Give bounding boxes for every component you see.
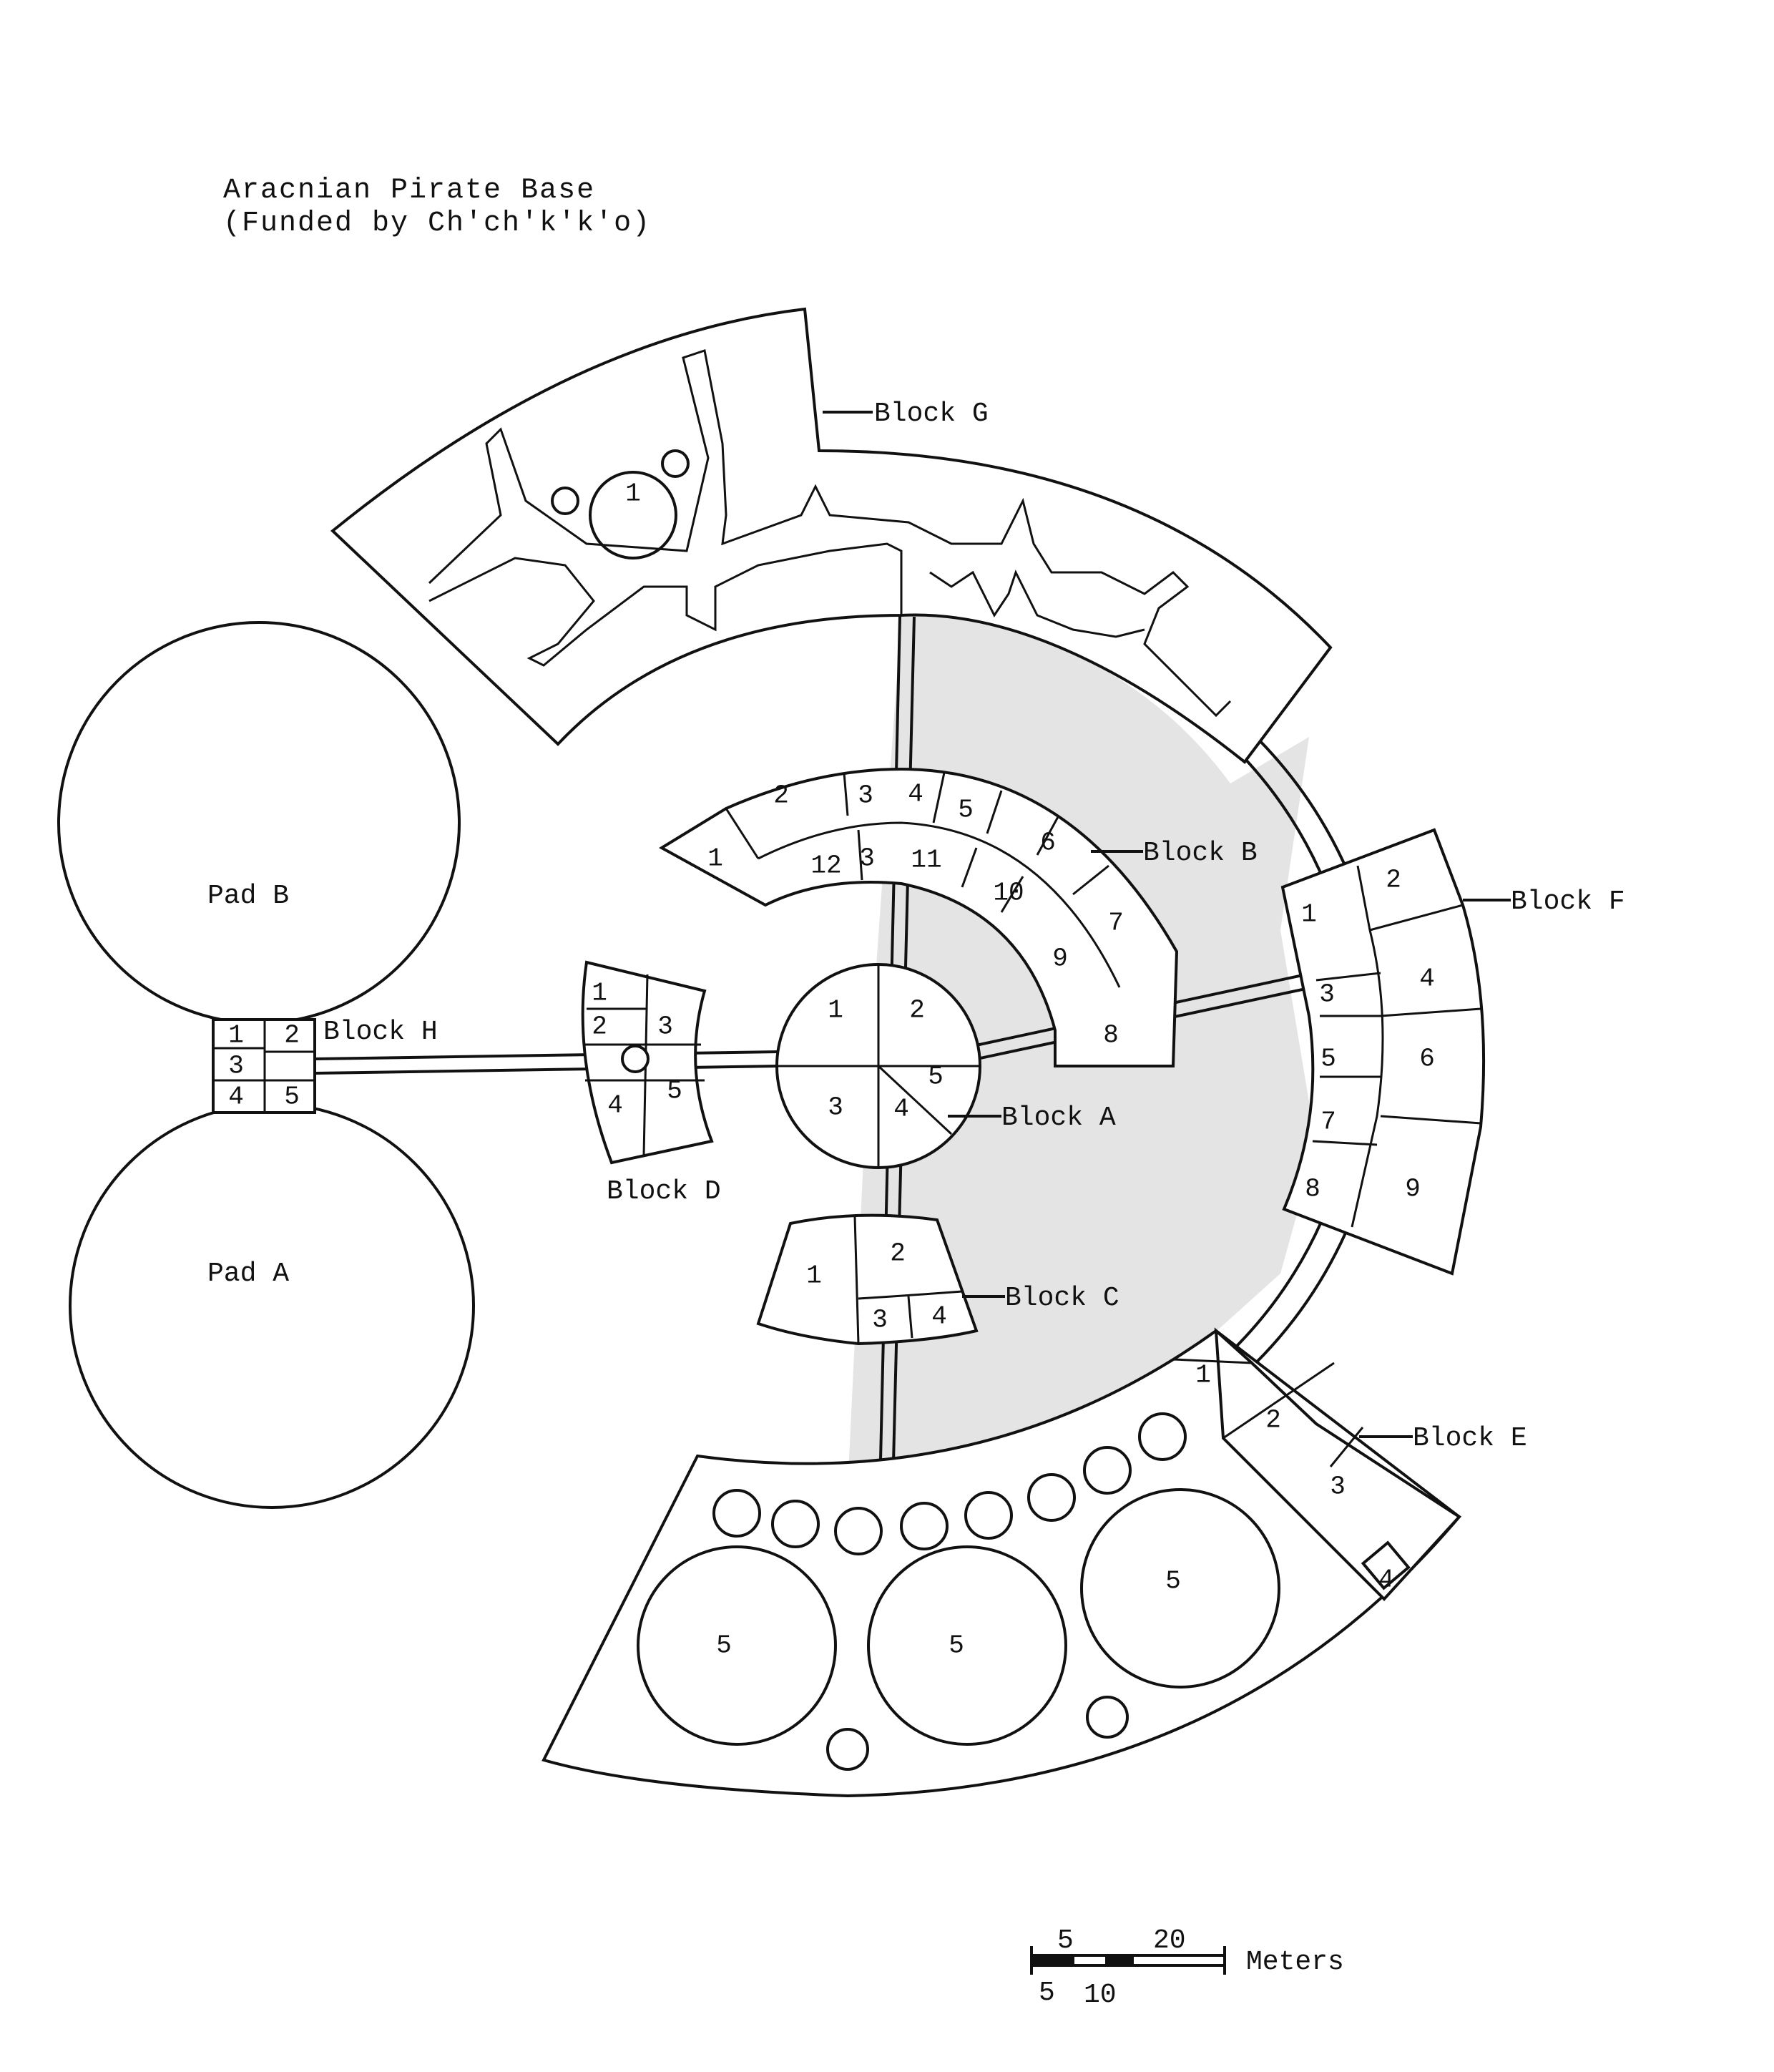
block-h-room-2: 2 (284, 1021, 300, 1050)
block-a-room-5: 5 (928, 1062, 944, 1092)
block-b-room-3: 3 (858, 781, 873, 811)
pad-b-label: Pad B (207, 881, 289, 912)
scale-tick-top-2: 20 (1153, 1925, 1186, 1956)
block-a-room-2: 2 (909, 996, 925, 1025)
west-corridor (314, 1050, 780, 1060)
block-b-label: Block B (1143, 838, 1258, 869)
block-e-room-3: 3 (1330, 1472, 1346, 1502)
tank-large (1080, 1488, 1280, 1689)
block-e-tank-5c: 5 (1165, 1567, 1181, 1596)
scale-unit: Meters (1246, 1947, 1344, 1978)
scale-bar: 5 20 5 10 Meters (1030, 1925, 1344, 2010)
tank-small (712, 1489, 761, 1538)
tank-small (834, 1507, 883, 1555)
block-f-room-1: 1 (1301, 900, 1317, 929)
tank-small (1083, 1446, 1132, 1495)
block-f-room-2: 2 (1386, 866, 1401, 895)
scale-tick-bottom-2: 10 (1084, 1980, 1117, 2010)
tank-small (826, 1728, 869, 1771)
scale-tick-bottom-1: 5 (1039, 1978, 1055, 2008)
block-e-room-2: 2 (1265, 1406, 1281, 1435)
block-e-room-1: 1 (1195, 1361, 1211, 1390)
block-d-room-2: 2 (592, 1012, 607, 1042)
tank-small (771, 1500, 820, 1548)
tank-small (1138, 1412, 1187, 1461)
pad-a-label: Pad A (207, 1259, 289, 1289)
block-f-room-7: 7 (1320, 1108, 1336, 1137)
block-b-room-8: 8 (1103, 1021, 1119, 1050)
tank-small (1086, 1696, 1129, 1739)
block-f-room-5: 5 (1320, 1045, 1336, 1074)
block-b-room-5: 5 (958, 796, 974, 825)
block-e-room-4-box (1361, 1540, 1411, 1590)
block-e-label: Block E (1413, 1423, 1527, 1454)
block-d-room-5: 5 (667, 1077, 682, 1106)
block-g-tunnels (428, 349, 1232, 718)
block-g-pod (551, 487, 579, 515)
block-f-label: Block F (1511, 886, 1625, 917)
block-g-room-1 (589, 471, 677, 559)
block-h-room-5: 5 (284, 1083, 300, 1112)
block-a-room-3: 3 (828, 1093, 843, 1123)
block-b-room-7: 7 (1108, 909, 1124, 938)
block-g-room-label: 1 (625, 479, 641, 509)
block-g-pod (661, 449, 690, 478)
tank-large (867, 1545, 1067, 1746)
block-d-label: Block D (607, 1176, 721, 1207)
block-f-room-6: 6 (1419, 1045, 1435, 1074)
block-c (756, 1213, 979, 1346)
tank-small (1027, 1473, 1076, 1522)
block-h-room-1: 1 (228, 1021, 244, 1050)
block-b-room-12: 12 (810, 851, 841, 881)
block-e-room-4: 4 (1378, 1565, 1394, 1595)
block-b-room-11: 11 (911, 846, 941, 875)
block-d-room-4: 4 (607, 1091, 623, 1120)
block-d-room-3: 3 (657, 1012, 673, 1042)
block-c-room-2: 2 (890, 1239, 906, 1269)
block-c-room-3: 3 (872, 1306, 888, 1335)
block-b-room-9: 9 (1052, 944, 1068, 974)
block-b-room-3b: 3 (859, 844, 875, 874)
pad-a (69, 1103, 475, 1509)
block-f-room-9: 9 (1405, 1175, 1421, 1204)
block-h-room-4: 4 (228, 1083, 244, 1112)
block-f-room-8: 8 (1305, 1175, 1320, 1204)
tank-large (637, 1545, 837, 1746)
block-c-room-4: 4 (931, 1302, 947, 1331)
block-d-airlock (621, 1045, 650, 1073)
block-h-room-3: 3 (228, 1052, 244, 1081)
map-title: Aracnian Pirate Base (223, 175, 595, 207)
block-b-room-6: 6 (1040, 829, 1056, 858)
block-a-room-4: 4 (893, 1095, 909, 1124)
scale-tick-top-1: 5 (1057, 1925, 1074, 1956)
block-g-label: Block G (874, 399, 989, 429)
block-f-room-3: 3 (1319, 980, 1335, 1010)
tank-small (964, 1491, 1013, 1540)
block-b-room-4: 4 (908, 780, 923, 809)
block-c-room-1: 1 (806, 1261, 822, 1291)
block-b-room-10: 10 (993, 879, 1024, 908)
map-subtitle: (Funded by Ch'ch'k'k'o) (223, 207, 651, 240)
block-b-room-1: 1 (707, 844, 723, 874)
block-h-label: Block H (323, 1017, 438, 1047)
tank-small (900, 1502, 949, 1550)
block-a-label: Block A (1001, 1103, 1116, 1133)
block-f-room-4: 4 (1419, 964, 1435, 994)
block-c-label: Block C (1005, 1283, 1119, 1314)
block-d-room-1: 1 (592, 979, 607, 1008)
block-a-room-1: 1 (828, 996, 843, 1025)
block-e-tank-5a: 5 (716, 1631, 732, 1661)
block-e-tank-5b: 5 (949, 1631, 964, 1661)
pad-b (57, 621, 461, 1025)
block-b-room-2: 2 (773, 781, 789, 811)
block-g (330, 307, 1333, 764)
